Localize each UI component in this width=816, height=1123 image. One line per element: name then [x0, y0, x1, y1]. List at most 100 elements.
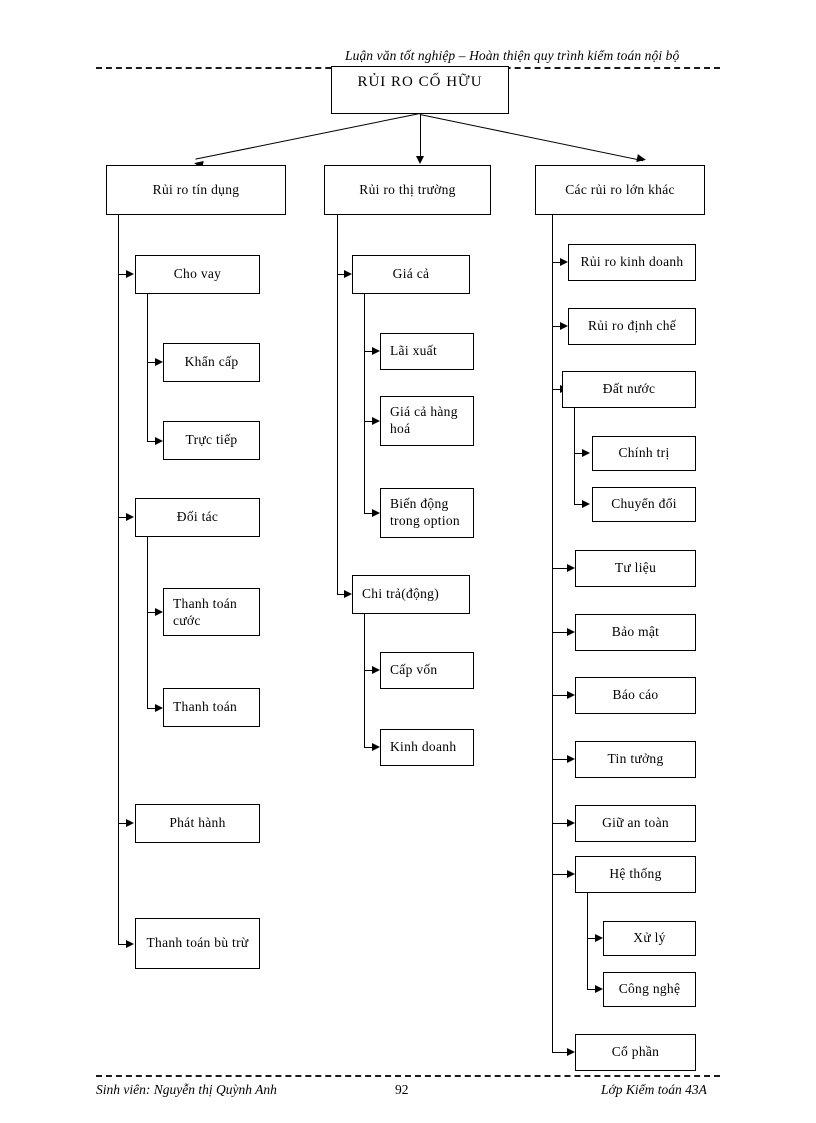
node-dat-nuoc: Đất nước [562, 371, 696, 408]
stub-gia-ca [337, 274, 346, 275]
arrowhead-gia-ca [344, 270, 352, 278]
spine-market-risk [337, 215, 338, 595]
node-gia-ca-hang-hoa: Giá cả hàng hoá [380, 396, 474, 446]
spine-cho-vay-children [147, 294, 148, 442]
stub-chinh-tri [574, 453, 584, 454]
node-phat-hanh: Phát hành [135, 804, 260, 843]
node-bao-cao: Báo cáo [575, 677, 696, 714]
stub-doi-tac [118, 517, 128, 518]
arrowhead-giu-an-toan [567, 819, 575, 827]
node-he-thong: Hệ thống [575, 856, 696, 893]
node-xu-ly: Xử lý [603, 921, 696, 956]
arrowhead-truc-tiep [155, 437, 163, 445]
stub-giu-an-toan [552, 823, 570, 824]
spine-other-risk [552, 215, 553, 1053]
node-tu-lieu: Tư liệu [575, 550, 696, 587]
stub-bao-mat [552, 632, 570, 633]
node-branch-market-risk: Rủi ro thị trường [324, 165, 491, 215]
arrowhead-phat-hanh [126, 819, 134, 827]
spine-dat-nuoc-children [574, 408, 575, 505]
arrowhead-cho-vay [126, 270, 134, 278]
node-bao-mat: Bảo mật [575, 614, 696, 651]
arrowhead-root-branch3 [636, 154, 647, 164]
arrowhead-rui-ro-kinh-doanh [560, 258, 568, 266]
node-chi-tra-dong: Chi trả(động) [352, 575, 470, 614]
node-lai-xuat: Lãi xuất [380, 333, 474, 370]
node-tin-tuong: Tin tưởng [575, 741, 696, 778]
stub-rui-ro-kinh-doanh [552, 262, 562, 263]
stub-khan-cap [147, 362, 157, 363]
arrowhead-rui-ro-dinh-che [560, 322, 568, 330]
stub-he-thong [552, 874, 570, 875]
arrowhead-tin-tuong [567, 755, 575, 763]
node-co-phan: Cổ phần [575, 1034, 696, 1071]
node-thanh-toan-bu-tru: Thanh toán bù trừ [135, 918, 260, 969]
stub-thanh-toan-bu-tru [118, 944, 128, 945]
arrowhead-lai-xuat [372, 347, 380, 355]
stub-thanh-toan-cuoc [147, 612, 157, 613]
arrowhead-kinh-doanh-2 [372, 743, 380, 751]
arrowhead-thanh-toan-cuoc [155, 608, 163, 616]
arrowhead-cap-von [372, 666, 380, 674]
node-giu-an-toan: Giữ an toàn [575, 805, 696, 842]
arrowhead-gia-ca-hang-hoa [372, 417, 380, 425]
arrowhead-thanh-toan-bu-tru [126, 940, 134, 948]
connector-root-to-branch3 [419, 114, 644, 162]
node-kinh-doanh: Kinh doanh [380, 729, 474, 766]
stub-kinh-doanh-2 [364, 747, 374, 748]
connector-root-to-branch1 [195, 113, 420, 160]
arrowhead-co-phan [567, 1048, 575, 1056]
arrowhead-cong-nghe [595, 985, 603, 993]
node-rui-ro-dinh-che: Rủi ro định chế [568, 308, 696, 345]
stub-phat-hanh [118, 823, 128, 824]
arrowhead-he-thong [567, 870, 575, 878]
stub-chi-tra-dong [337, 594, 346, 595]
footer-student-name: Sinh viên: Nguyễn thị Quỳnh Anh [96, 1082, 277, 1097]
node-thanh-toan-cuoc: Thanh toán cước [163, 588, 260, 636]
arrowhead-khan-cap [155, 358, 163, 366]
spine-doi-tac-children [147, 537, 148, 709]
node-doi-tac: Đối tác [135, 498, 260, 537]
footer-class: Lớp Kiểm toán 43A [601, 1082, 707, 1097]
stub-dat-nuoc [552, 389, 562, 390]
spine-gia-ca-children [364, 294, 365, 513]
footer-page-number: 92 [395, 1082, 409, 1097]
node-khan-cap: Khẩn cấp [163, 343, 260, 382]
stub-bien-dong-option [364, 513, 374, 514]
node-branch-other-risk: Các rủi ro lớn khác [535, 165, 705, 215]
stub-lai-xuat [364, 351, 374, 352]
node-cap-von: Cấp vốn [380, 652, 474, 689]
stub-bao-cao [552, 695, 570, 696]
stub-gia-ca-hang-hoa [364, 421, 374, 422]
node-branch-credit-risk: Rủi ro tín dụng [106, 165, 286, 215]
node-gia-ca: Giá cả [352, 255, 470, 294]
stub-cho-vay [118, 274, 128, 275]
stub-thanh-toan [147, 708, 157, 709]
node-chinh-tri: Chính trị [592, 436, 696, 471]
page-header-text: Luận văn tốt nghiệp – Hoàn thiện quy trì… [345, 48, 680, 63]
node-chuyen-doi: Chuyển đổi [592, 487, 696, 522]
spine-credit-risk [118, 215, 119, 945]
arrowhead-thanh-toan [155, 704, 163, 712]
arrowhead-chinh-tri [582, 449, 590, 457]
stub-rui-ro-dinh-che [552, 326, 562, 327]
stub-tin-tuong [552, 759, 570, 760]
node-bien-dong-option: Biến động trong option [380, 488, 474, 538]
arrowhead-bao-cao [567, 691, 575, 699]
stub-cap-von [364, 670, 374, 671]
node-truc-tiep: Trực tiếp [163, 421, 260, 460]
arrowhead-root-branch2 [416, 156, 424, 164]
arrowhead-chi-tra-dong [344, 590, 352, 598]
arrowhead-xu-ly [595, 934, 603, 942]
footer-rule [96, 1075, 720, 1077]
arrowhead-bien-dong-option [372, 509, 380, 517]
stub-tu-lieu [552, 568, 570, 569]
node-rui-ro-kinh-doanh: Rủi ro kinh doanh [568, 244, 696, 281]
stub-chuyen-doi [574, 504, 584, 505]
arrowhead-chuyen-doi [582, 500, 590, 508]
arrowhead-doi-tac [126, 513, 134, 521]
stub-truc-tiep [147, 441, 157, 442]
node-thanh-toan: Thanh toán [163, 688, 260, 727]
connector-root-to-branch2 [420, 114, 421, 156]
arrowhead-tu-lieu [567, 564, 575, 572]
